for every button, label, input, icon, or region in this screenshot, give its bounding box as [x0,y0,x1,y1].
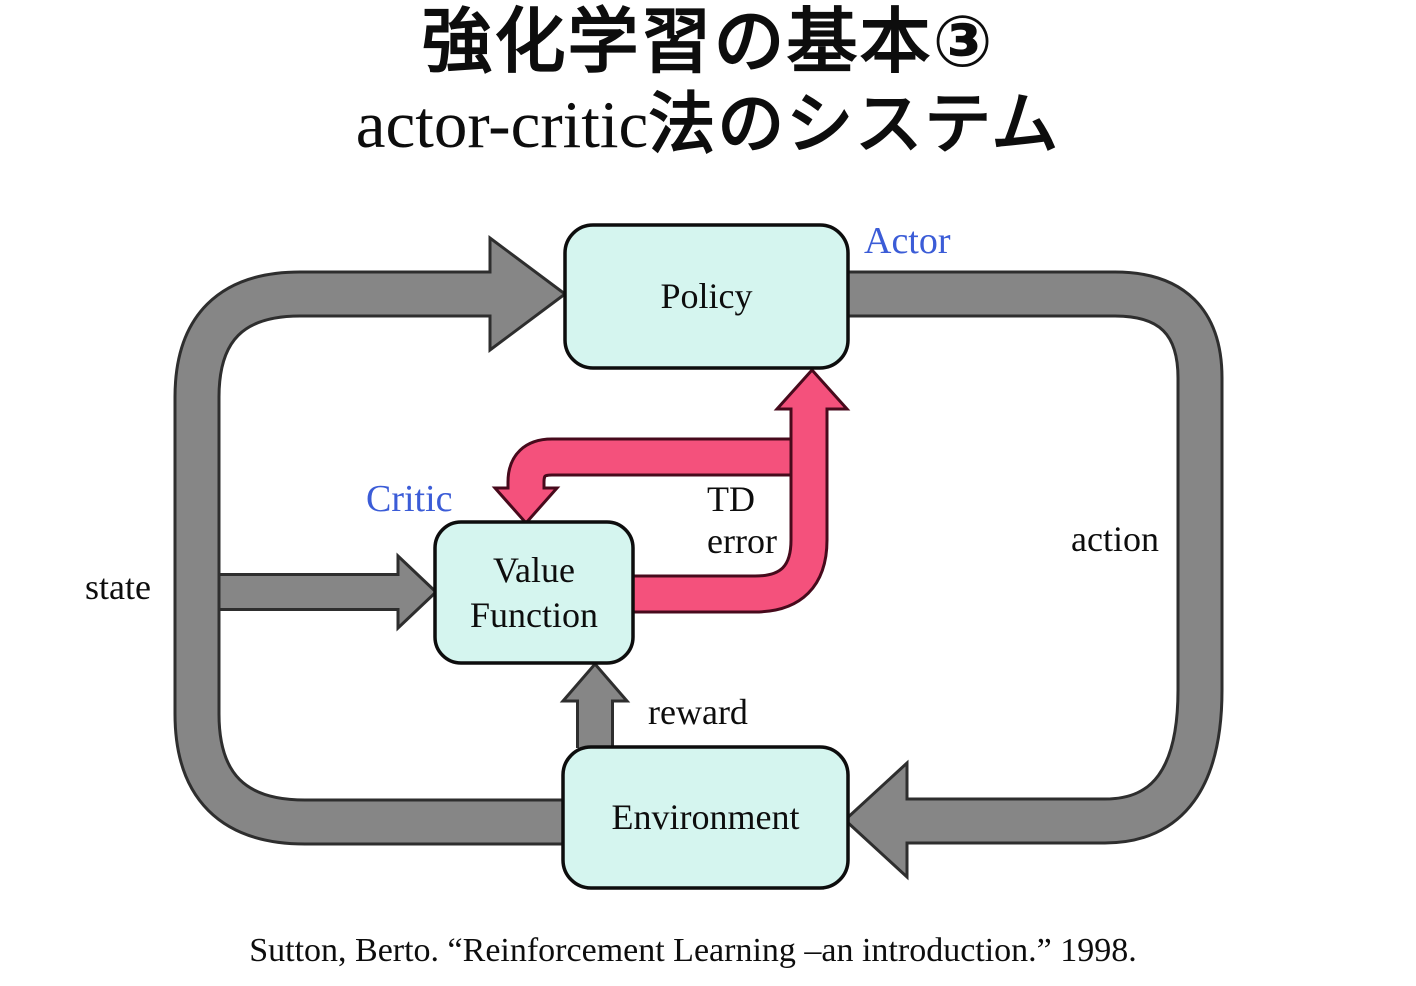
citation: Sutton, Berto. “Reinforcement Learning –… [249,932,1137,969]
reward-label: reward [648,692,748,732]
slide-title-ja: 法のシステム [648,85,1061,163]
value-function-node [433,520,635,665]
td-error-label: TD error [707,479,777,562]
environment-node-label: Environment [611,797,800,837]
reward-arrowhead [559,661,631,703]
td-error-self-arrow-shaft [509,440,810,490]
policy-node [563,223,850,370]
td-error-up-arrow-shaft [632,404,826,611]
td-error-up-arrowhead [773,367,851,411]
slide-title-line2: actor-critic法のシステム [0,85,1416,163]
action-label: action [1071,519,1159,559]
action-loop-band [848,273,1221,842]
slide-title-line1: 強化学習の基本③ [421,0,995,83]
policy-arrowhead [488,235,568,353]
value-function-node-label: Value Function [469,549,598,635]
critic-label: Critic [366,478,453,520]
environment-node [561,745,850,890]
state-arrowhead [396,552,439,632]
environment-arrowhead [842,759,909,881]
policy-node-label: Policy [660,276,753,316]
slide-title-latin: actor-critic [355,88,649,162]
state-loop-band [176,273,563,843]
actor-label: Actor [864,220,951,262]
state-label: state [85,567,151,607]
td-error-down-arrowhead [491,486,561,526]
